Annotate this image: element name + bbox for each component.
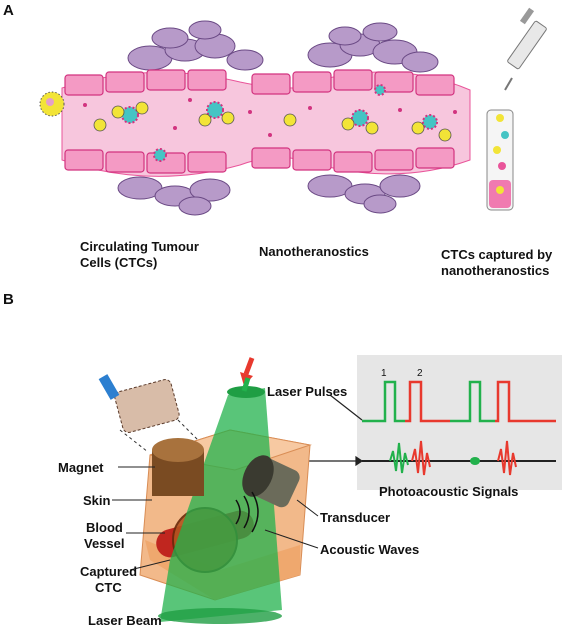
magnet-label: Magnet	[58, 460, 104, 475]
acoustic-waves-label: Acoustic Waves	[320, 542, 420, 557]
blood-vessel-label-1: Blood	[86, 520, 123, 535]
signal-arrows	[300, 394, 364, 467]
legend-nano-label: Nanotheranostics	[259, 244, 369, 259]
photoacoustic-waveforms	[389, 440, 517, 476]
vessel-wall-bottom	[64, 147, 455, 174]
laser-pulses-label: Laser Pulses	[267, 384, 348, 399]
legend-captured-label-1: CTCs captured by	[441, 247, 553, 262]
outer-cells-bottom	[117, 174, 421, 216]
transducer-label: Transducer	[320, 510, 391, 525]
magnet-icon	[152, 438, 204, 496]
free-nanoparticle	[39, 91, 65, 117]
tissue-block	[139, 429, 312, 601]
test-tube-icon	[486, 109, 514, 211]
ctc-cells	[121, 84, 438, 162]
blood-dots	[83, 98, 457, 137]
captured-ctc-label-1: Captured	[80, 564, 138, 579]
acoustic-waves	[235, 491, 259, 533]
panel-a-letter: A	[3, 2, 14, 19]
legend-ctc-label-1: Circulating Tumour	[80, 239, 199, 254]
laser-pulses-trace	[362, 380, 556, 423]
floating-magnet-icon	[98, 374, 199, 453]
label-leaders	[112, 466, 319, 571]
transducer-icon	[242, 455, 300, 508]
legend-captured-label-2: nanotheranostics	[441, 263, 550, 278]
vessel-wall-top	[64, 69, 455, 96]
blood-vessel-label-2: Vessel	[84, 536, 125, 551]
laser-beam-label: Laser Beam	[88, 613, 162, 628]
signal-panel	[357, 355, 562, 490]
blood-vessel	[156, 507, 254, 573]
photoacoustic-label: Photoacoustic Signals	[379, 484, 519, 499]
incoming-laser-arrows	[240, 357, 255, 392]
blood-vessel-diagram	[39, 7, 547, 216]
panel-b-letter: B	[3, 291, 14, 308]
pulse-number-2: 2	[417, 368, 423, 379]
outer-cells-top	[127, 20, 439, 73]
syringe-icon	[504, 7, 547, 91]
nanoparticles	[93, 101, 452, 142]
legend-ctc-label-2: Cells (CTCs)	[80, 255, 158, 270]
laser-beam	[158, 386, 282, 624]
pulse-number-1: 1	[381, 368, 387, 379]
captured-ctc-label-2: CTC	[95, 580, 122, 595]
skin-label: Skin	[83, 493, 111, 508]
